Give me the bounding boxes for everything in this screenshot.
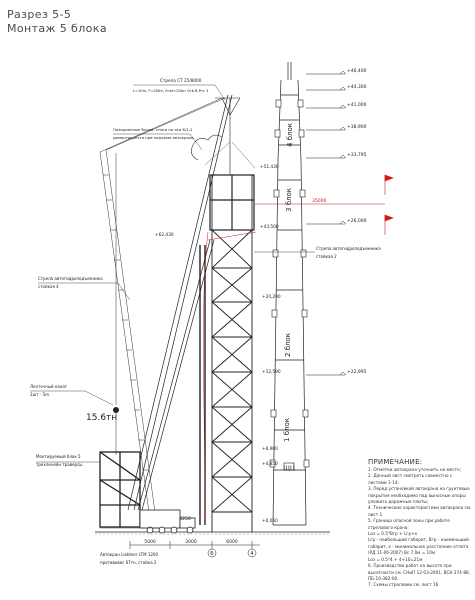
note-item: 6. Производство работ на высоте при высо… (368, 563, 472, 581)
crane-base-frame (99, 451, 141, 528)
mid-elev-3: +6,900 (262, 446, 278, 452)
red-flag-markers (384, 174, 394, 235)
right-elev-b-label: +43,500 (260, 224, 279, 230)
elev-26000: +26,000 (347, 218, 367, 224)
axis-b-label: Б (210, 551, 214, 557)
block-label-1: Монтируемый блок 5 (36, 454, 81, 459)
block2-label: 2 блок (284, 333, 292, 357)
dim-35000-label: 35000 (312, 198, 326, 204)
block3-label: 3 блок (285, 188, 293, 212)
block4-label: 4 блок (286, 123, 294, 147)
note-item: 5. Граница опасной зоны при работе стрел… (368, 518, 452, 530)
crane-boom (127, 94, 233, 511)
crane-spec-label: Стрела СТ 25/8000 (160, 78, 202, 83)
load-weight: 15.6тн (86, 413, 117, 423)
crane-jib (215, 97, 241, 175)
note-item: Lоз = 0.5*Bгр + Lгр+х (368, 531, 418, 537)
mid-elev-1: +20,290 (262, 294, 281, 300)
block-label-2: трехлинейн траверсы (36, 462, 82, 467)
block1-label: 1 блок (283, 418, 291, 442)
elevation-marks (306, 70, 347, 376)
right-elev-a-label: +51,430 (260, 164, 279, 170)
lattice-boom (99, 97, 226, 521)
hoist-note-1: Позиционные блоки, стоки по оси Б/1-2 (113, 127, 193, 132)
ground-elev: +0,050 (262, 518, 278, 524)
dim-5000: 5000 (144, 539, 156, 545)
page-title-line2: Монтаж 5 блока (7, 22, 107, 35)
mast-head (209, 174, 255, 231)
axis-4-label: 4 (250, 551, 253, 557)
notes-title: ПРИМЕЧАНИЕ: (368, 458, 423, 466)
hook-block (113, 407, 119, 413)
elev-44300: +44,300 (347, 84, 367, 90)
crane-base-label-1: Автокран Liebherr LTM 1200 (100, 552, 158, 557)
green-guides (204, 141, 256, 169)
axis-bubble-4 (247, 548, 257, 558)
note-item: 4. Технические характеристики автокрана … (368, 505, 473, 517)
mid-elev-4: +4,850 (262, 461, 278, 467)
leader-lines (30, 84, 315, 529)
note-item: Lгр - наибольший габарит, Bгр - наименьш… (368, 537, 471, 556)
load-label-1: Ленточный канат (30, 384, 68, 389)
boom-note-2: стойкая 4 (38, 284, 59, 289)
crane-vehicle (139, 509, 196, 534)
right-boom-note-1: Стрела автогидроподъемника (316, 246, 381, 251)
left-elev-label: +62,430 (155, 232, 174, 238)
notes-list: 1. Отметки автокрана уточнить на месте; … (368, 467, 472, 589)
note-item: 7. Схемы строповки см. лист 16 (368, 582, 439, 588)
red-rigging (203, 231, 257, 521)
elev-46400: +46,400 (347, 68, 367, 74)
tower-platforms (269, 99, 310, 471)
right-boom-note-2: стойкая 2 (316, 254, 337, 259)
elev-41000: +41,000 (347, 102, 367, 108)
mid-elev-2: +12,590 (262, 369, 281, 375)
dim-3000: 3000 (185, 539, 197, 545)
boom-note-1: Стрела автогидроподъемника (38, 276, 103, 281)
dim-4250: 4250 (179, 516, 191, 522)
hoist-note-2: демонтируется при подъеме автокрана (113, 135, 193, 140)
dim-6000: 6000 (226, 539, 238, 545)
load-label-2: 2шт - 5m (30, 392, 49, 397)
elev-22995: +22,995 (347, 369, 367, 375)
crane-spec-sub-label: L=10m, F=25tm, Fnet=20tm Отв В-Ртс 3 (133, 89, 208, 93)
note-item: 1. Отметки автокрана уточнить на месте; (368, 467, 461, 472)
axis-bubble-b (207, 548, 217, 558)
crane-base-label-2: противовес 67тн, стойка 2 (100, 560, 157, 565)
shc-label: ЩЦ (283, 465, 295, 472)
note-item: 2. Данный лист смотреть совместно с лист… (368, 473, 454, 485)
elev-33795: +33,795 (347, 152, 367, 158)
note-item: Lоз = 0.5*4 + 4+10=21м (368, 556, 423, 562)
elev-38900: +38,900 (347, 124, 367, 130)
note-item: 3. Перед установкой автокрана на грунтов… (368, 486, 472, 505)
tower-shaft (272, 62, 307, 526)
page-title-line1: Разрез 5-5 (7, 8, 72, 21)
swing-arc (191, 134, 223, 161)
